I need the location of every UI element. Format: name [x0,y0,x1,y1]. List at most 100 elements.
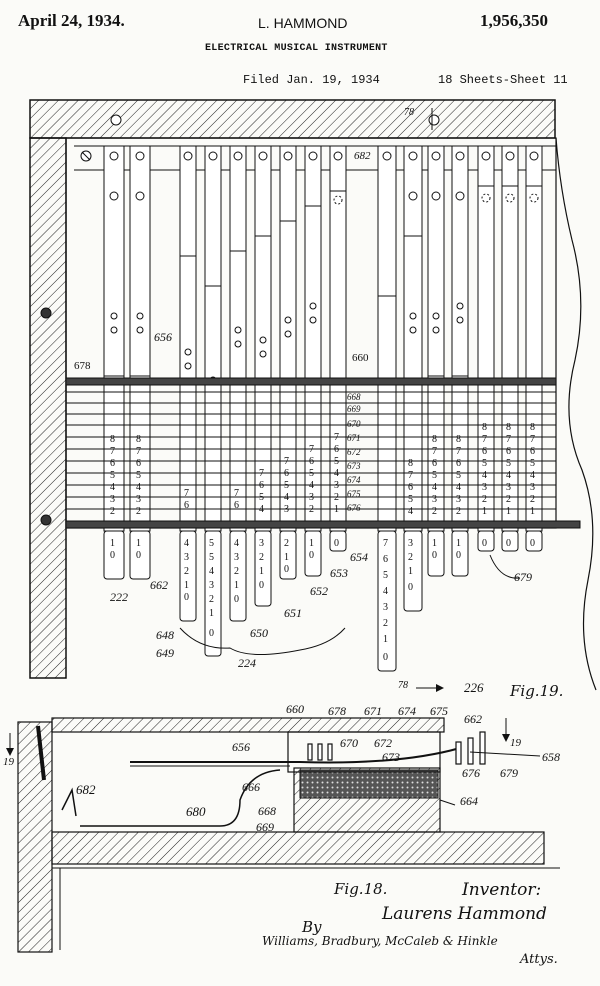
svg-text:3: 3 [408,538,413,549]
patent-date: April 24, 1934. [18,11,125,30]
svg-text:5: 5 [209,552,214,563]
ref-660: 660 [352,352,369,364]
svg-text:4: 4 [284,492,289,503]
figure-19-label: Fig.19. [510,682,564,700]
svg-text:6: 6 [530,446,535,457]
svg-text:1: 1 [209,608,214,619]
ref-652: 652 [310,584,328,598]
top-frame-beam [29,99,556,139]
svg-text:3: 3 [530,482,535,493]
svg-text:6: 6 [184,500,189,511]
ref-650: 650 [250,626,268,640]
svg-text:6: 6 [110,458,115,469]
svg-text:7: 7 [383,538,388,549]
clamp-bar-lower [65,520,581,529]
svg-text:2: 2 [234,566,239,577]
svg-text:0: 0 [530,538,535,549]
svg-text:6: 6 [309,456,314,467]
svg-text:1: 1 [110,538,115,549]
svg-text:2: 2 [334,492,339,503]
svg-text:6: 6 [234,500,239,511]
ref-682: 682 [354,150,371,162]
fig18-ref-664: 664 [460,794,478,808]
svg-text:1: 1 [234,580,239,591]
svg-text:2: 2 [456,506,461,517]
svg-text:2: 2 [184,566,189,577]
svg-text:5: 5 [259,492,264,503]
svg-text:4: 4 [456,482,461,493]
svg-text:7: 7 [184,488,189,499]
svg-text:0: 0 [309,550,314,561]
svg-text:7: 7 [408,470,413,481]
svg-text:7: 7 [506,434,511,445]
inventor-label: Inventor: [462,880,542,900]
ref-668: 668 [347,392,361,402]
fig18-ref-658: 658 [542,750,560,764]
frame-screw [428,114,440,126]
svg-text:5: 5 [482,458,487,469]
svg-text:6: 6 [383,554,388,565]
svg-text:7: 7 [432,446,437,457]
fig18-ref-679: 679 [500,766,518,780]
svg-text:8: 8 [506,422,511,433]
svg-text:2: 2 [309,504,314,515]
svg-text:2: 2 [506,494,511,505]
frame-screw [40,307,52,319]
ref-679: 679 [514,570,532,584]
svg-text:3: 3 [184,552,189,563]
patent-number: 1,956,350 [480,11,548,30]
ref-676: 676 [347,503,361,513]
svg-text:4: 4 [482,470,487,481]
svg-text:3: 3 [209,580,214,591]
svg-text:2: 2 [259,552,264,563]
fig18-ref-668: 668 [258,804,276,818]
ref-656: 656 [154,330,172,344]
svg-text:1: 1 [482,506,487,517]
fig18-ref-678: 678 [328,704,346,718]
fig18-ref-682: 682 [76,782,96,797]
svg-text:6: 6 [259,480,264,491]
svg-text:1: 1 [383,634,388,645]
key-lever [80,769,281,827]
fig18-ref-656: 656 [232,740,250,754]
svg-text:5: 5 [432,470,437,481]
svg-text:1: 1 [259,566,264,577]
svg-text:2: 2 [110,506,115,517]
svg-text:7: 7 [309,444,314,455]
svg-text:5: 5 [284,480,289,491]
svg-text:4: 4 [110,482,115,493]
svg-text:5: 5 [383,570,388,581]
fig18-ref-671: 671 [364,704,382,718]
ref-670: 670 [347,419,361,429]
svg-text:4: 4 [334,468,339,479]
fig18-ref-673: 673 [382,750,400,764]
fig18-ref-19-left: 19 [3,756,14,768]
svg-text:2: 2 [482,494,487,505]
patent-title: ELECTRICAL MUSICAL INSTRUMENT [205,43,388,54]
svg-text:4: 4 [408,506,413,517]
svg-text:4: 4 [259,504,264,515]
svg-text:7: 7 [234,488,239,499]
svg-text:0: 0 [482,538,487,549]
svg-text:7: 7 [456,446,461,457]
svg-text:3: 3 [383,602,388,613]
svg-text:8: 8 [110,434,115,445]
fig18-ref-666: 666 [242,780,260,794]
fig18-ref-676: 676 [462,766,480,780]
svg-text:7: 7 [530,434,535,445]
svg-text:7: 7 [259,468,264,479]
svg-text:3: 3 [110,494,115,505]
svg-text:6: 6 [506,446,511,457]
svg-text:2: 2 [408,552,413,563]
svg-text:8: 8 [530,422,535,433]
sheet-count: 18 Sheets-Sheet 11 [438,73,568,87]
svg-text:0: 0 [234,594,239,605]
fig18-ref-680: 680 [186,804,206,819]
svg-text:2: 2 [383,618,388,629]
svg-text:4: 4 [184,538,189,549]
fig18-ref-672: 672 [374,736,392,750]
svg-text:7: 7 [136,446,141,457]
left-frame-post [29,137,67,679]
